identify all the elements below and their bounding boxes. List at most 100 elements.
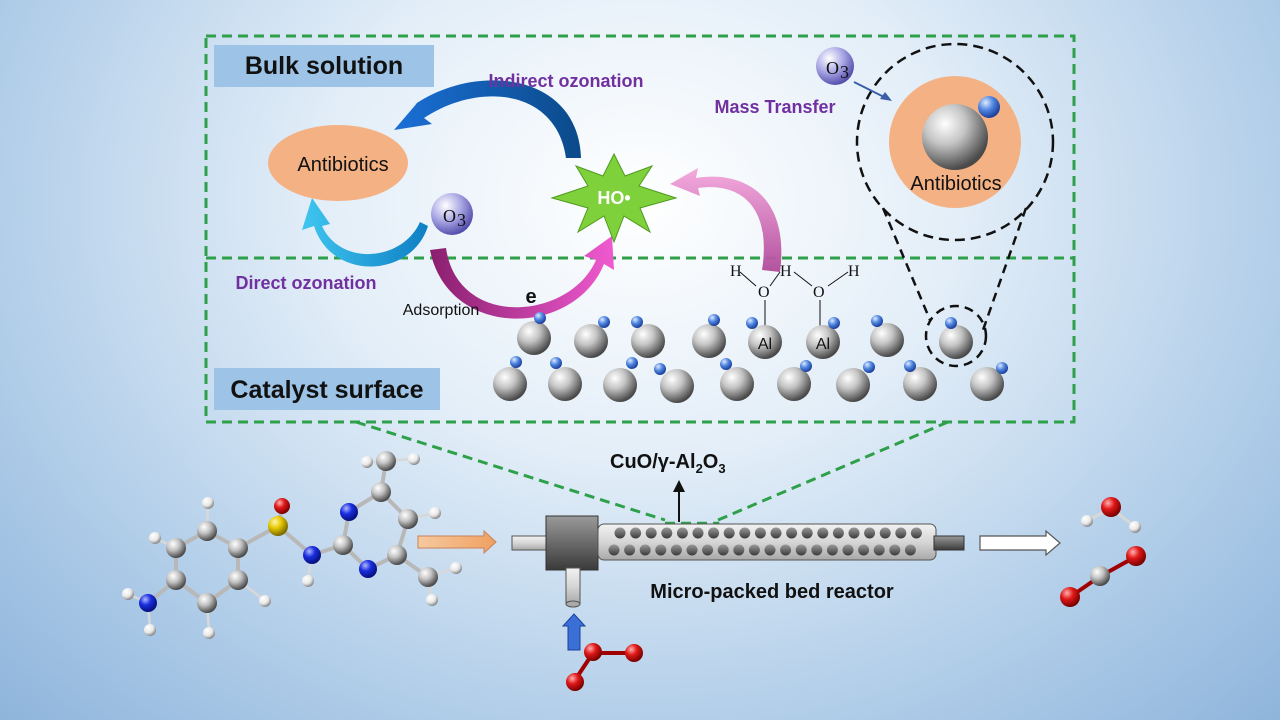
packed-bead (780, 544, 792, 556)
catalyst-particle (939, 325, 973, 359)
alumina-site: Al (806, 317, 840, 359)
ozone-molecule-right: O 3 (816, 47, 892, 101)
packed-bead (832, 527, 844, 539)
svg-text:Al: Al (816, 336, 830, 353)
surface-hydroxyl-arrow (670, 168, 782, 272)
packed-bead (904, 544, 916, 556)
catalyst-particle (493, 367, 527, 401)
packed-bead (639, 544, 651, 556)
packed-bead (889, 544, 901, 556)
electron-label: e (525, 286, 536, 308)
water-molecule (1081, 497, 1141, 533)
catalyst-particle (631, 324, 665, 358)
ozone-inlet-arrow (561, 613, 587, 651)
svg-text:Al: Al (758, 336, 772, 353)
packed-bead (864, 527, 876, 539)
packed-bead (817, 527, 829, 539)
packed-bead (661, 527, 673, 539)
packed-bead (842, 544, 854, 556)
packed-bead (630, 527, 642, 539)
packed-bead (795, 544, 807, 556)
outlet-arrow (979, 529, 1061, 557)
packed-bead (910, 527, 922, 539)
svg-text:H: H (848, 263, 860, 280)
packed-bead (608, 544, 620, 556)
packed-bead (754, 527, 766, 539)
catalyst-particle (517, 321, 551, 355)
packed-bead (786, 527, 798, 539)
packed-bead (873, 544, 885, 556)
packed-bead (811, 544, 823, 556)
micro-packed-bed-reactor: Micro-packed bed reactor (511, 515, 965, 608)
packed-bead (686, 544, 698, 556)
svg-text:H: H (730, 263, 742, 280)
catalyst-particle (574, 324, 608, 358)
packed-bead (670, 544, 682, 556)
feed-arrow (417, 529, 497, 555)
mass-transfer-label: Mass Transfer (714, 97, 835, 117)
antibiotics-ellipse: Antibiotics (268, 125, 408, 201)
catalyst-particle (870, 323, 904, 357)
catalyst-particle (548, 367, 582, 401)
catalyst-particle (720, 367, 754, 401)
catalyst-particle (836, 368, 870, 402)
indirect-ozonation-label: Indirect ozonation (489, 71, 644, 91)
svg-text:H: H (780, 263, 792, 280)
catalyst-particle (603, 368, 637, 402)
packed-bead (858, 544, 870, 556)
packed-bead (708, 527, 720, 539)
packed-bead (879, 527, 891, 539)
packed-bead (692, 527, 704, 539)
catalyst-particle (903, 367, 937, 401)
packed-bead (733, 544, 745, 556)
adsorption-arrow (430, 236, 614, 319)
packed-bead (614, 527, 626, 539)
packed-bead (770, 527, 782, 539)
ozone-molecule-bottom (566, 643, 643, 691)
packed-bead (739, 527, 751, 539)
packed-bead (826, 544, 838, 556)
surface-hydroxyl-groups: H H O H O (730, 263, 860, 326)
svg-text:O: O (813, 284, 825, 301)
packed-bead (717, 544, 729, 556)
bulk-solution-label: Bulk solution (245, 52, 403, 80)
ozone-molecule-left: O 3 (431, 193, 473, 235)
catalyst-particles: Al Al (493, 312, 1008, 403)
packed-bead (702, 544, 714, 556)
packed-bead (848, 527, 860, 539)
antibiotics-label: Antibiotics (297, 154, 388, 176)
bulk-solution-box: Bulk solution (214, 45, 434, 87)
radical-label: HO• (597, 188, 630, 208)
catalyst-particle (660, 369, 694, 403)
svg-text:3: 3 (457, 210, 466, 230)
packed-bead (748, 544, 760, 556)
catalyst-label: CuO/γ-Al2O3 (610, 451, 726, 522)
carbon-dioxide-molecule (1060, 546, 1146, 607)
direct-ozonation-label: Direct ozonation (235, 273, 376, 293)
hydroxyl-radical-star: HO• (550, 152, 678, 244)
catalyst-particle (692, 324, 726, 358)
svg-text:CuO/γ-Al2O3: CuO/γ-Al2O3 (610, 451, 726, 476)
svg-text:3: 3 (840, 62, 849, 82)
packed-bead (764, 544, 776, 556)
zoom-line-right (717, 420, 949, 522)
packed-bead (895, 527, 907, 539)
adsorption-label: Adsorption (403, 302, 480, 319)
catalyst-surface-label: Catalyst surface (230, 376, 423, 404)
reactor-label: Micro-packed bed reactor (650, 581, 894, 603)
zoom-line-left (355, 420, 666, 522)
alumina-site: Al (746, 317, 782, 359)
direct-ozonation-arrow (302, 198, 428, 267)
packed-bead (645, 527, 657, 539)
mass-transfer-zoom: Antibiotics (855, 42, 1055, 368)
antibiotic-molecule (122, 451, 462, 639)
packed-bead (655, 544, 667, 556)
ozone-label: O (443, 206, 456, 226)
catalyst-particle (970, 367, 1004, 401)
packed-bead (676, 527, 688, 539)
packed-bead (723, 527, 735, 539)
packed-beads (608, 527, 922, 556)
packed-bead (801, 527, 813, 539)
svg-text:O: O (826, 58, 839, 78)
